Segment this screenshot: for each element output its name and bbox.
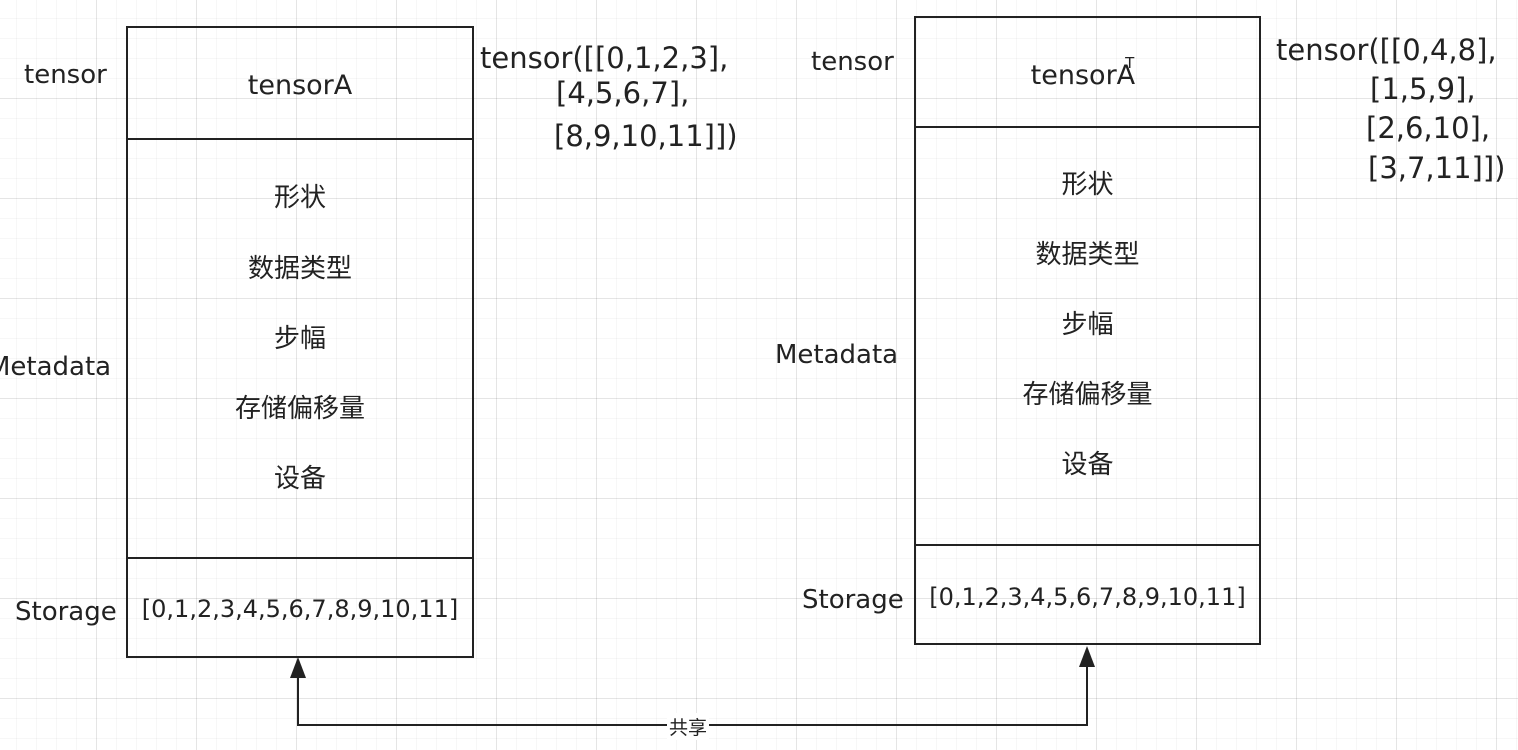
right-tensor-code-line-3: [2,6,10], [1366,111,1491,145]
right-storage-label: Storage [802,585,904,615]
left-metadata-label: Metadata [0,352,112,382]
left-tensor-code-line-2: [4,5,6,7], [556,76,690,110]
right-metadata-shape: 形状 [1061,170,1114,200]
left-metadata-shape: 形状 [273,183,326,213]
left-storage-label: Storage [15,597,117,627]
right-tensor-code-line-1: tensor([[0,4,8], [1276,33,1497,67]
right-tensor-title-text: tensorA [1030,60,1136,91]
right-tensor-code-line-4: [3,7,11]]) [1368,151,1506,185]
left-metadata-box[interactable]: 形状 数据类型 步幅 存储偏移量 设备 [126,138,474,559]
left-tensor-label: tensor [24,60,107,90]
right-metadata-dtype: 数据类型 [1035,240,1140,270]
left-metadata-stride: 步幅 [273,324,326,354]
right-tensor-title: tensorAT [916,54,1259,91]
right-storage-box[interactable]: [0,1,2,3,4,5,6,7,8,9,10,11] [914,544,1261,645]
left-storage-values: [0,1,2,3,4,5,6,7,8,9,10,11] [141,595,459,623]
connector-label-shared: 共享 [667,713,710,740]
left-tensor-title: tensorA [247,70,353,101]
right-tensor-label: tensor [811,47,894,77]
right-tensor-code-line-2: [1,5,9], [1370,72,1476,106]
right-metadata-stride: 步幅 [1061,310,1114,340]
right-storage-values: [0,1,2,3,4,5,6,7,8,9,10,11] [929,583,1246,611]
left-storage-box[interactable]: [0,1,2,3,4,5,6,7,8,9,10,11] [126,557,474,658]
right-tensor-title-superscript: T [1125,54,1135,72]
right-metadata-offset: 存储偏移量 [1022,380,1153,410]
left-tensor-code-line-1: tensor([[0,1,2,3], [480,41,729,75]
right-arrow-head [1079,646,1095,667]
left-tensor-code-line-3: [8,9,10,11]]) [554,119,738,153]
right-metadata-label: Metadata [775,340,899,370]
left-metadata-device: 设备 [273,464,326,494]
right-metadata-device: 设备 [1061,450,1114,480]
left-metadata-dtype: 数据类型 [247,254,352,284]
left-arrow-head [290,657,306,678]
left-metadata-offset: 存储偏移量 [234,394,365,424]
